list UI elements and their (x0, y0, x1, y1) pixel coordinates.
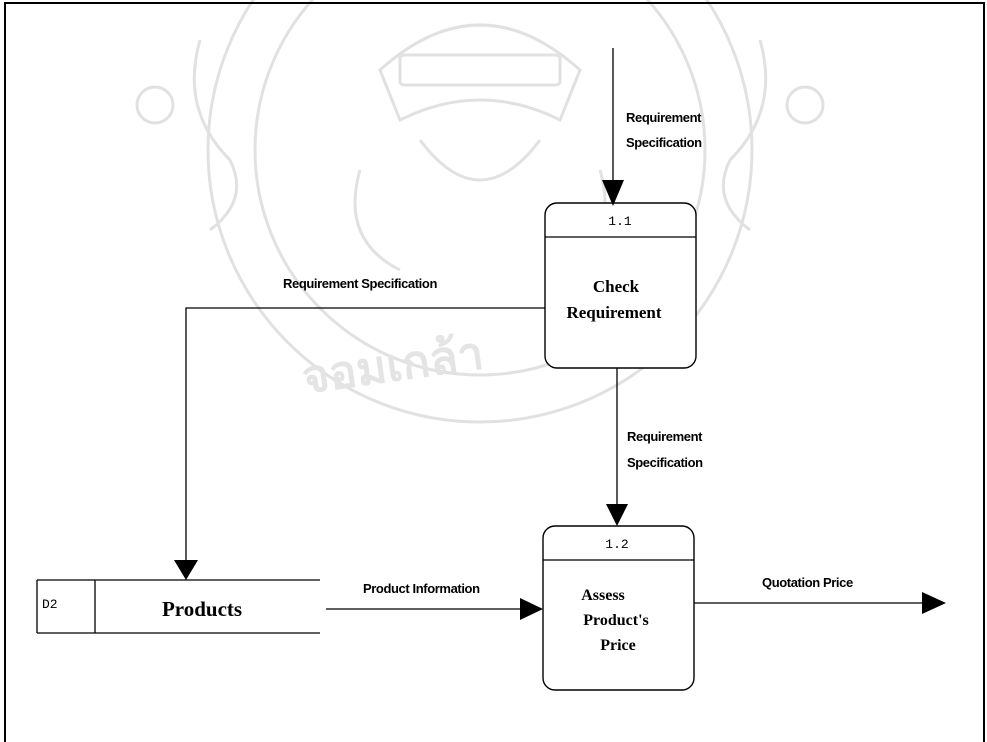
flow-product-information: Product Information (326, 581, 543, 620)
data-store-products: D2 Products (36, 579, 320, 634)
process-id: 1.2 (605, 537, 628, 552)
process-name-line: Requirement (566, 303, 661, 322)
diagram-frame (4, 2, 985, 742)
flow-incoming-requirement: Requirement Specification (602, 48, 703, 206)
flow-requirement-to-products: Requirement Specification (174, 276, 545, 580)
process-name-line: Product's (583, 612, 648, 629)
process-name-line: Assess (581, 587, 625, 604)
flow-quotation-price: Quotation Price (694, 575, 946, 614)
flow-label: Requirement (626, 110, 702, 125)
process-name-line: Price (600, 637, 636, 654)
watermark-seal: จอมเกล้า (135, 0, 825, 424)
flow-label: Requirement (627, 429, 703, 444)
data-store-id: D2 (42, 597, 58, 612)
flow-label: Product Information (363, 581, 480, 596)
flow-label: Requirement Specification (283, 276, 437, 291)
process-id: 1.1 (608, 214, 632, 229)
process-check-requirement: 1.1 Check Requirement (544, 202, 697, 369)
flow-label: Specification (627, 455, 703, 470)
flow-label: Quotation Price (762, 575, 853, 590)
flow-requirement-to-assess: Requirement Specification (606, 368, 704, 526)
data-store-name: Products (162, 597, 242, 621)
process-assess-price: 1.2 Assess Product's Price (542, 525, 695, 691)
flow-label: Specification (626, 135, 702, 150)
svg-text:จอมเกล้า: จอมเกล้า (298, 325, 486, 404)
process-name-line: Check (593, 277, 640, 296)
